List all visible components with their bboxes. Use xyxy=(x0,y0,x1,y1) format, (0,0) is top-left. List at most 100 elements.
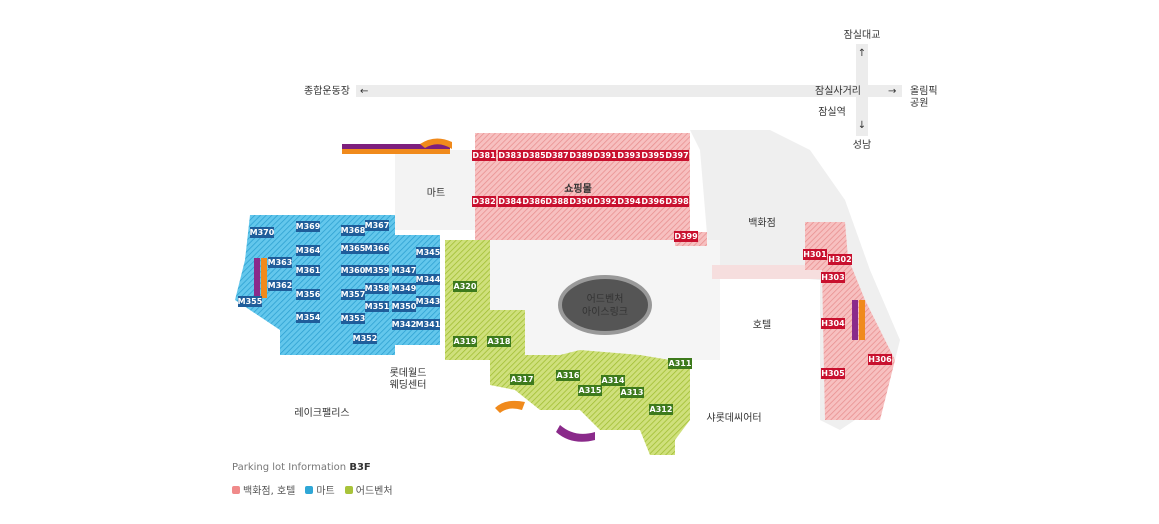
zone-tag-d388-bg xyxy=(545,196,569,207)
zone-adventure xyxy=(445,240,690,455)
zone-tag-a313: A313 xyxy=(621,388,644,397)
zone-tag-m355-bg xyxy=(238,296,262,307)
zone-tag-a319: A319 xyxy=(454,337,477,346)
zone-tag-h303: H303 xyxy=(821,273,844,282)
info-prefix: Parking lot Information xyxy=(232,462,347,473)
zone-tag-d383: D383 xyxy=(498,151,521,160)
zone-tag-m366: M366 xyxy=(365,244,390,253)
zone-tag-a319-bg xyxy=(453,336,477,347)
zone-tag-m360: M360 xyxy=(341,266,366,275)
zone-tag-h304: H304 xyxy=(821,319,845,328)
zone-tag-d390: D390 xyxy=(569,197,593,206)
zone-tag-m359-bg xyxy=(365,265,389,276)
zone-tag-d381: D381 xyxy=(472,151,496,160)
legend-item-mart: 마트 xyxy=(305,482,335,497)
legend: 백화점, 호텔 마트 어드벤처 xyxy=(232,482,393,497)
zone-tag-m350: M350 xyxy=(392,302,417,311)
zone-tag-m359: M359 xyxy=(365,266,390,275)
area-mart: 마트 xyxy=(427,187,445,199)
zone-tag-m341: M341 xyxy=(416,320,441,329)
zone-tag-d393-bg xyxy=(617,150,641,161)
zone-tag-h301: H301 xyxy=(803,250,827,259)
zone-tag-h305-bg xyxy=(821,368,845,379)
zone-tag-m349: M349 xyxy=(392,284,417,293)
zone-tag-m360-bg xyxy=(341,265,365,276)
zone-tag-m343-bg xyxy=(416,296,440,307)
area-wedding-line2: 웨딩센터 xyxy=(390,379,427,391)
zone-tag-d389: D389 xyxy=(569,151,593,160)
zone-tag-m355: M355 xyxy=(238,297,263,306)
zone-tag-m350-bg xyxy=(392,301,416,312)
zone-tag-d386-bg xyxy=(522,196,546,207)
ramps xyxy=(254,138,865,442)
zone-tag-m351-bg xyxy=(365,301,389,312)
zone-tag-d384-bg xyxy=(498,196,522,207)
zone-tag-h306-bg xyxy=(868,354,892,365)
ice-rink-line1: 어드벤처 xyxy=(587,293,624,305)
zone-tag-a314-bg xyxy=(601,375,625,386)
compass-north: 잠실대교 xyxy=(844,29,881,41)
zone-tag-d391: D391 xyxy=(593,151,617,160)
zone-tag-a315: A315 xyxy=(579,386,602,395)
area-department-store: 백화점 xyxy=(748,217,776,229)
area-wedding-line1: 롯데월드 xyxy=(390,367,427,379)
zone-tag-d398-bg xyxy=(665,196,689,207)
zone-tag-m369: M369 xyxy=(296,222,321,231)
zone-tag-h302-bg xyxy=(828,254,852,265)
zone-tag-m344: M344 xyxy=(416,275,441,284)
zone-tag-d389-bg xyxy=(569,150,593,161)
zone-tag-m370: M370 xyxy=(250,228,275,237)
zone-tag-m342: M342 xyxy=(392,320,417,329)
zone-tag-m364-bg xyxy=(296,245,320,256)
zone-tag-d382: D382 xyxy=(472,197,495,206)
svg-text:↑: ↑ xyxy=(858,48,866,59)
zone-tag-a313-bg xyxy=(620,387,644,398)
zone-tag-m365: M365 xyxy=(341,244,366,253)
zone-tag-a320: A320 xyxy=(454,282,477,291)
zone-tag-m368-bg xyxy=(341,225,365,236)
compass-center: 잠실사거리 xyxy=(815,85,861,97)
zone-tag-m349-bg xyxy=(392,283,416,294)
zone-tag-m352-bg xyxy=(353,333,377,344)
ice-rink: 어드벤처 아이스링크 xyxy=(558,275,652,335)
zone-tag-h302: H302 xyxy=(828,255,851,264)
zone-tag-m356-bg xyxy=(296,289,320,300)
zone-tag-m357: M357 xyxy=(341,290,366,299)
zone-tag-m345: M345 xyxy=(416,248,441,257)
compass-station: 잠실역 xyxy=(818,106,846,118)
zone-tag-m364: M364 xyxy=(296,246,321,255)
zone-tag-m357-bg xyxy=(341,289,365,300)
zone-tag-d399: D399 xyxy=(674,232,698,241)
zone-tag-d384: D384 xyxy=(498,197,522,206)
zone-tag-d391-bg xyxy=(593,150,617,161)
zone-tag-m370-bg xyxy=(250,227,274,238)
zone-tag-m362: M362 xyxy=(268,281,293,290)
zone-tag-a316: A316 xyxy=(557,371,580,380)
svg-text:←: ← xyxy=(360,86,368,97)
zone-tag-m342-bg xyxy=(392,319,416,330)
zone-tag-d390-bg xyxy=(569,196,593,207)
zone-tag-m347: M347 xyxy=(392,266,417,275)
svg-text:→: → xyxy=(888,86,896,97)
zone-tag-m341-bg xyxy=(416,319,440,330)
svg-text:↓: ↓ xyxy=(858,120,866,131)
legend-item-dept: 백화점, 호텔 xyxy=(232,482,295,497)
zone-tag-m343: M343 xyxy=(416,297,441,306)
zone-tag-m368: M368 xyxy=(341,226,366,235)
zone-tag-h301-bg xyxy=(803,249,827,260)
zone-tag-m363-bg xyxy=(268,257,292,268)
zone-tag-d392: D392 xyxy=(593,197,616,206)
zone-tag-m356: M356 xyxy=(296,290,321,299)
zone-tag-d385: D385 xyxy=(522,151,546,160)
zone-tag-m369-bg xyxy=(296,221,320,232)
zone-tag-a318: A318 xyxy=(488,337,511,346)
zone-tag-h304-bg xyxy=(821,318,845,329)
zone-tag-d381-bg xyxy=(472,150,496,161)
zone-tag-d392-bg xyxy=(593,196,617,207)
zone-tag-a317: A317 xyxy=(511,375,534,384)
zone-tag-a316-bg xyxy=(556,370,580,381)
zone-tag-a314: A314 xyxy=(602,376,625,385)
zone-tag-d394-bg xyxy=(617,196,641,207)
